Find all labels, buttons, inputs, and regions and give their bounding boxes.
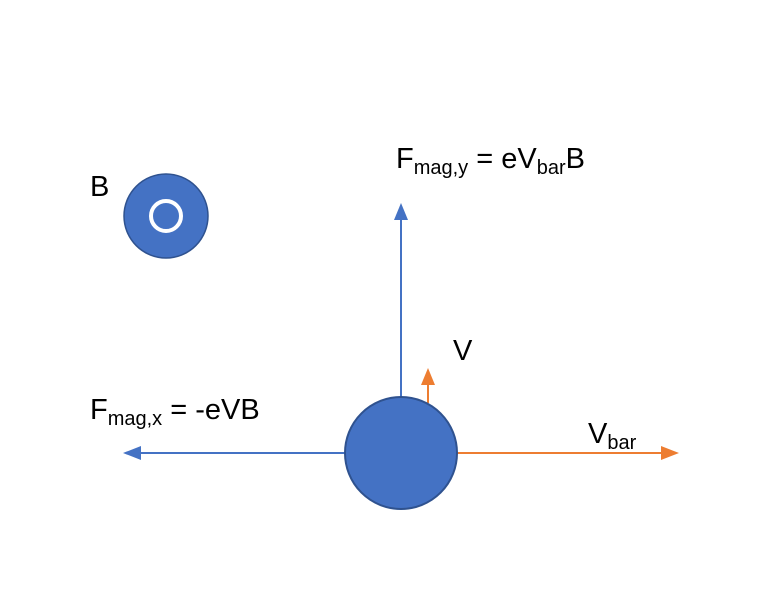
velocity-arrow	[421, 368, 435, 403]
force-x-base: F	[90, 394, 108, 426]
bar-velocity-base: V	[588, 418, 608, 450]
force-x-arrow	[123, 446, 346, 460]
force-x-eq: = -eVB	[162, 394, 260, 426]
magnetic-field-out-of-page-icon	[123, 173, 209, 259]
force-y-base: F	[396, 143, 414, 175]
charged-particle-circle	[344, 396, 458, 510]
force-x-label: Fmag,x = -eVB	[90, 394, 260, 430]
bar-velocity-arrow	[457, 446, 679, 460]
field-label: B	[90, 171, 110, 203]
force-y-sub: mag,y	[413, 157, 469, 179]
bar-velocity-label: Vbar	[588, 418, 637, 454]
force-y-arrow	[394, 203, 408, 397]
force-y-label: Fmag,y = eVbarB	[396, 143, 585, 179]
force-y-tail: B	[565, 143, 585, 175]
bar-velocity-sub: bar	[607, 432, 637, 454]
force-x-sub: mag,x	[107, 408, 163, 430]
velocity-label: V	[453, 335, 473, 367]
force-y-eq: = eV	[468, 143, 537, 175]
force-y-sub2: bar	[536, 157, 566, 179]
